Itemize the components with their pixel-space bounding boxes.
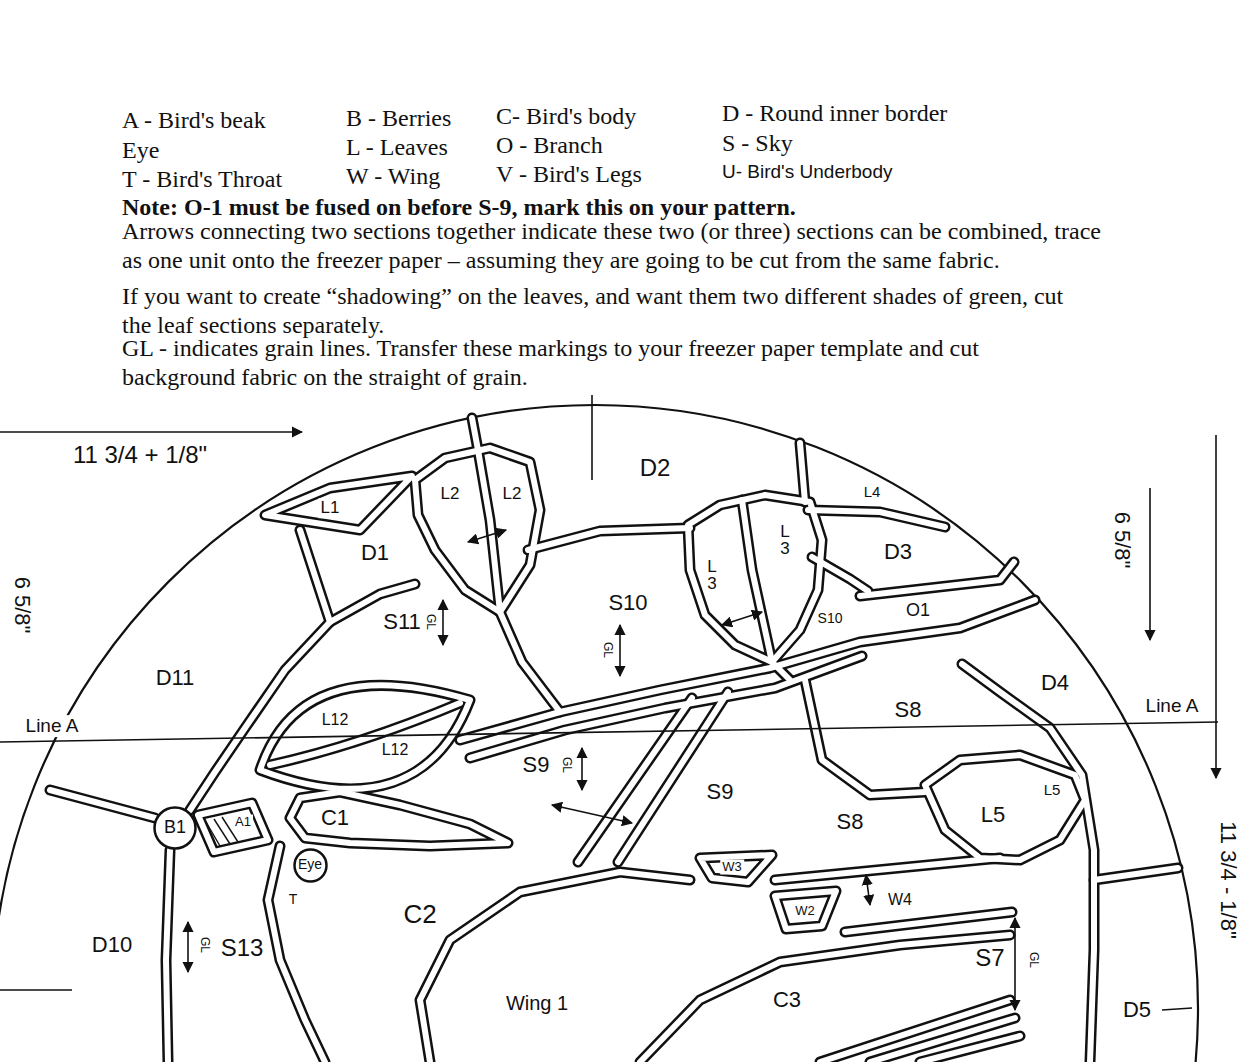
piece-label: S10 bbox=[606, 590, 649, 615]
piece-label: D2 bbox=[638, 454, 673, 482]
grain-arrow bbox=[552, 805, 632, 823]
circle-text-box: B1 bbox=[153, 806, 197, 850]
note-text: GL - indicates grain lines. Transfer the… bbox=[122, 334, 1082, 392]
piece-label: Eye bbox=[298, 857, 322, 872]
key-item: S - Sky bbox=[722, 129, 793, 158]
piece-label: W2 bbox=[793, 904, 817, 919]
key-item: Eye bbox=[122, 136, 159, 165]
key-item: B - Berries bbox=[346, 104, 451, 133]
piece-label: L2 bbox=[439, 484, 462, 504]
dimension-label: 11 3/4 + 1/8" bbox=[73, 441, 207, 469]
piece-label: S10 bbox=[816, 610, 845, 626]
grain-arrow bbox=[468, 530, 506, 542]
piece-label: L1 bbox=[319, 498, 342, 518]
piece-label: S7 bbox=[973, 944, 1006, 972]
piece-label: L12 bbox=[380, 741, 411, 759]
piece-label: A1 bbox=[233, 815, 253, 830]
reference-line bbox=[0, 989, 72, 991]
key-item: A - Bird's beak bbox=[122, 106, 266, 135]
circle-outline bbox=[294, 849, 326, 881]
seam-gap bbox=[50, 418, 1178, 1062]
piece-label: C3 bbox=[771, 987, 803, 1012]
outer-border-circle bbox=[0, 405, 1198, 1062]
circle-outline bbox=[155, 808, 196, 849]
note-text: Note: O-1 must be fused on before S-9, m… bbox=[122, 193, 796, 222]
piece-label: L3 bbox=[705, 558, 720, 592]
key-item: V - Bird's Legs bbox=[496, 160, 642, 189]
piece-label: S9 bbox=[521, 752, 552, 777]
key-item: D - Round inner border bbox=[722, 99, 947, 128]
dimension-arrow bbox=[1215, 435, 1217, 778]
piece-label: D5 bbox=[1121, 997, 1153, 1022]
piece-label: T bbox=[287, 891, 300, 907]
grain-arrow bbox=[581, 748, 583, 790]
grain-arrow bbox=[187, 922, 189, 972]
piece-label: W3 bbox=[720, 860, 744, 875]
hatch-line bbox=[214, 819, 230, 844]
reference-line bbox=[1162, 1008, 1192, 1010]
key-item: L - Leaves bbox=[346, 133, 448, 162]
reference-line bbox=[0, 395, 1218, 1010]
piece-label: S8 bbox=[893, 697, 924, 722]
line-label: Line A bbox=[24, 715, 81, 737]
piece-label: D4 bbox=[1039, 670, 1071, 695]
key-item: O - Branch bbox=[496, 131, 603, 160]
piece-label: D1 bbox=[359, 540, 391, 565]
key-item: T - Bird's Throat bbox=[122, 165, 282, 194]
piece-label: L5 bbox=[979, 802, 1007, 827]
seam-outline bbox=[50, 418, 1178, 1062]
piece-label: C1 bbox=[319, 805, 351, 830]
line-label: Line A bbox=[1144, 695, 1201, 717]
piece-label: B1 bbox=[164, 818, 186, 838]
key-item: W - Wing bbox=[346, 162, 440, 191]
piece-label: L3 bbox=[778, 523, 793, 557]
grain-arrow bbox=[619, 625, 621, 676]
grain-arrow bbox=[188, 530, 1015, 1010]
grain-line-mark: GL bbox=[559, 755, 573, 775]
piece-label: L4 bbox=[862, 483, 883, 500]
piece-label: O1 bbox=[904, 600, 932, 621]
piece-label: S11 bbox=[381, 609, 423, 634]
piece-label: D3 bbox=[882, 539, 914, 564]
note-text: If you want to create “shadowing” on the… bbox=[122, 282, 1067, 340]
note-text: Arrows connecting two sections together … bbox=[122, 217, 1102, 275]
circle-piece: B1 bbox=[153, 806, 197, 850]
grain-arrow bbox=[722, 612, 762, 625]
reference-line bbox=[591, 395, 593, 480]
grain-arrow bbox=[1014, 918, 1016, 1010]
piece-label: S9 bbox=[705, 779, 736, 804]
grain-arrow bbox=[442, 600, 444, 645]
piece-label: C2 bbox=[401, 900, 438, 930]
grain-line-mark: GL bbox=[197, 935, 211, 955]
dimension-arrow bbox=[0, 431, 302, 433]
dimension-label: 11 3/4 - 1/8" bbox=[1215, 819, 1240, 940]
piece-label: D10 bbox=[90, 932, 134, 957]
grain-line-mark: GL bbox=[600, 640, 614, 660]
piece-label: D11 bbox=[154, 665, 197, 690]
dimension-label: 6 5/8" bbox=[1109, 510, 1134, 571]
piece-label: L12 bbox=[320, 711, 351, 729]
circle-piece: Eye bbox=[293, 848, 328, 883]
piece-label: S8 bbox=[835, 809, 866, 834]
outer-border-circle bbox=[0, 405, 1198, 1062]
circle-text-box: Eye bbox=[293, 848, 328, 883]
piece-label: W4 bbox=[886, 891, 914, 909]
piece-label: L2 bbox=[501, 484, 524, 504]
dimension-arrow bbox=[1149, 488, 1151, 640]
grain-line-mark: GL bbox=[1026, 950, 1040, 970]
dimension-label: 6 5/8" bbox=[9, 575, 34, 636]
piece-label: Wing 1 bbox=[504, 992, 570, 1015]
dimension-arrow bbox=[0, 432, 1216, 778]
key-item: U- Bird's Underbody bbox=[722, 157, 892, 186]
grain-arrow bbox=[866, 875, 870, 905]
key-item: C- Bird's body bbox=[496, 102, 636, 131]
reference-line bbox=[0, 722, 1218, 742]
piece-label: L5 bbox=[1042, 781, 1063, 798]
piece-label: S13 bbox=[219, 934, 266, 962]
grain-line-mark: GL bbox=[423, 612, 437, 632]
